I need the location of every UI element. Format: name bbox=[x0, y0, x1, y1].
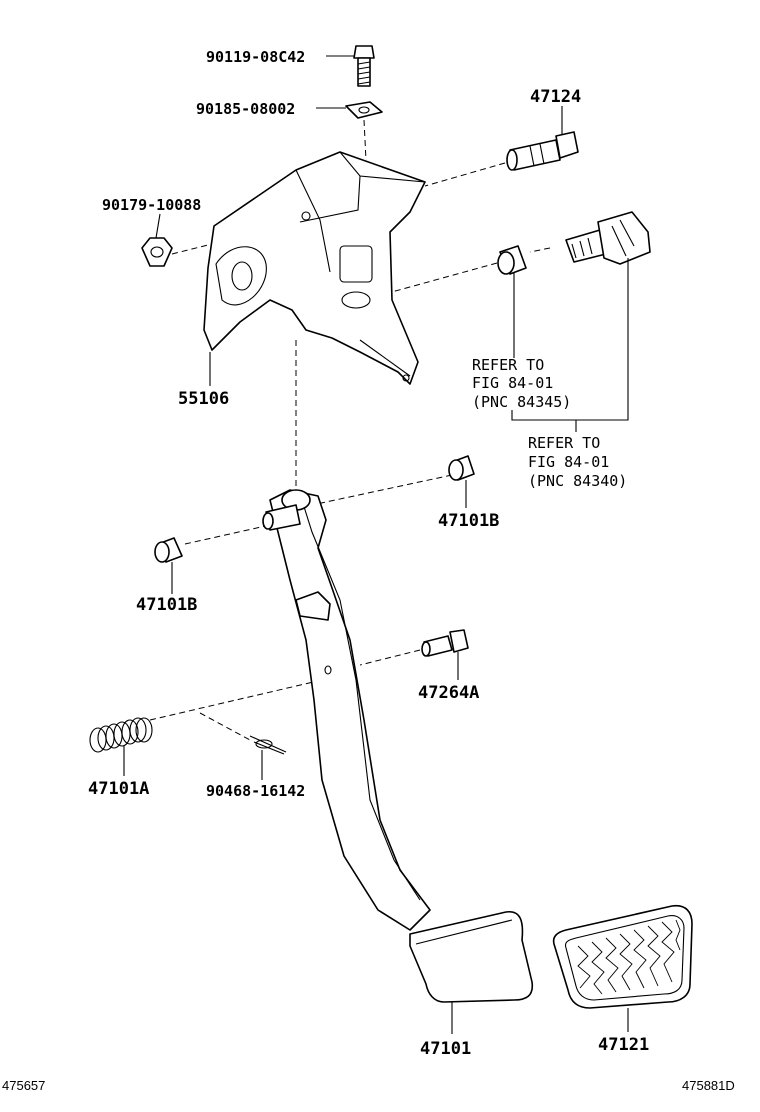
spring-part bbox=[89, 717, 153, 753]
ref2-line1: REFER TO bbox=[528, 434, 600, 452]
pin-bolt-part bbox=[506, 131, 579, 171]
label-pin: 47264A bbox=[418, 683, 479, 703]
bracket-part bbox=[203, 151, 426, 385]
label-bracket: 55106 bbox=[178, 389, 229, 409]
leader-lines bbox=[123, 55, 629, 1034]
washer-part bbox=[345, 101, 383, 119]
label-bushing-left: 47101B bbox=[136, 595, 197, 615]
pin-part bbox=[421, 629, 469, 657]
ref2-line2: FIG 84-01 bbox=[528, 453, 609, 471]
ref1-line3: (PNC 84345) bbox=[472, 393, 571, 411]
label-clip: 90468-16142 bbox=[206, 782, 305, 800]
label-pedal-pad: 47121 bbox=[598, 1035, 649, 1055]
switch-ref-part bbox=[565, 211, 651, 265]
bushing-left-part bbox=[154, 537, 183, 563]
pedal-pad-part bbox=[552, 904, 693, 1009]
bushing-right-part bbox=[448, 455, 475, 481]
pedal-arm-part bbox=[262, 489, 431, 931]
ref2-line3: (PNC 84340) bbox=[528, 472, 627, 490]
label-pedal-arm: 47101 bbox=[420, 1039, 471, 1059]
label-nut: 90179-10088 bbox=[102, 196, 201, 214]
label-spring: 47101A bbox=[88, 779, 149, 799]
clip-part bbox=[249, 735, 287, 755]
label-washer: 90185-08002 bbox=[196, 100, 295, 118]
label-bolt-top: 90119-08C42 bbox=[206, 48, 305, 66]
ref1-line2: FIG 84-01 bbox=[472, 374, 553, 392]
pedal-arm-pad bbox=[409, 911, 534, 1003]
footer-left-code: 475657 bbox=[2, 1078, 45, 1093]
footer-right-code: 475881D bbox=[682, 1078, 735, 1093]
bushing-ref-part bbox=[497, 245, 527, 275]
label-bushing-right: 47101B bbox=[438, 511, 499, 531]
ref1-line1: REFER TO bbox=[472, 356, 544, 374]
bolt-top-part bbox=[353, 45, 375, 87]
label-pin-bolt: 47124 bbox=[530, 87, 581, 107]
nut-part bbox=[141, 237, 173, 267]
